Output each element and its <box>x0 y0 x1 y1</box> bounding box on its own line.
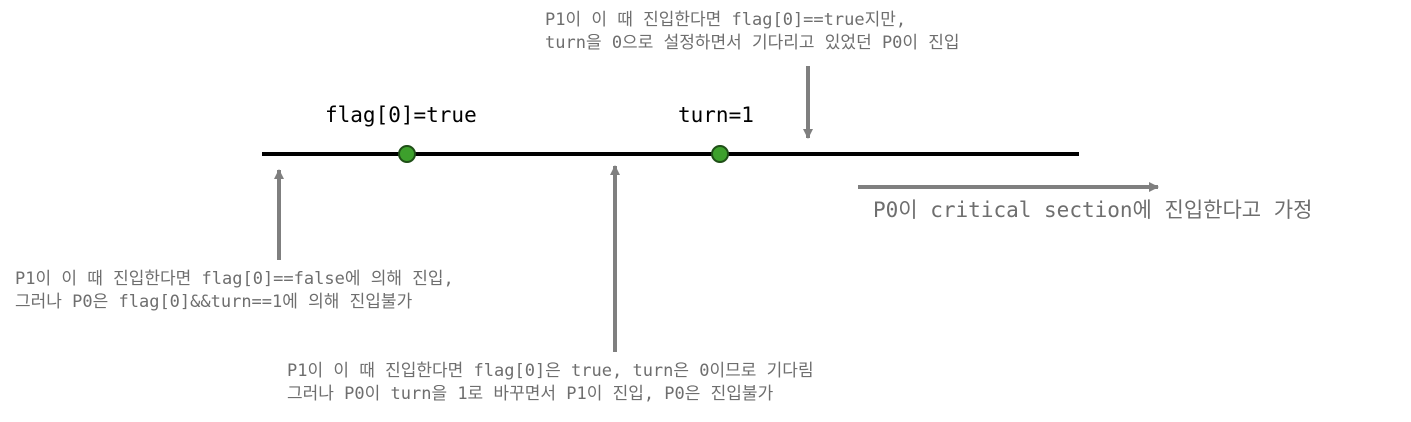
left-note: P1이 이 때 진입한다면 flag[0]==false에 의해 진입, 그러나… <box>15 268 454 314</box>
top-note-line2: turn을 0으로 설정하면서 기다리고 있었던 P0이 진입 <box>545 33 960 53</box>
top-note-line1: P1이 이 때 진입한다면 flag[0]==true지만, <box>545 10 907 30</box>
middle-note-line1: P1이 이 때 진입한다면 flag[0]은 true, turn은 0이므로 … <box>287 361 814 381</box>
event-label-flag: flag[0]=true <box>325 103 477 127</box>
top-note: P1이 이 때 진입한다면 flag[0]==true지만, turn을 0으로… <box>545 9 960 55</box>
direction-label: P0이 critical section에 진입한다고 가정 <box>873 198 1313 222</box>
left-note-line1: P1이 이 때 진입한다면 flag[0]==false에 의해 진입, <box>15 269 454 289</box>
middle-note: P1이 이 때 진입한다면 flag[0]은 true, turn은 0이므로 … <box>287 360 814 406</box>
event-point-flag <box>398 145 416 163</box>
event-label-turn: turn=1 <box>678 103 754 127</box>
left-note-line2: 그러나 P0은 flag[0]&&turn==1에 의해 진입불가 <box>15 292 413 312</box>
event-point-turn <box>711 145 729 163</box>
middle-note-line2: 그러나 P0이 turn을 1로 바꾸면서 P1이 진입, P0은 진입불가 <box>287 384 774 404</box>
